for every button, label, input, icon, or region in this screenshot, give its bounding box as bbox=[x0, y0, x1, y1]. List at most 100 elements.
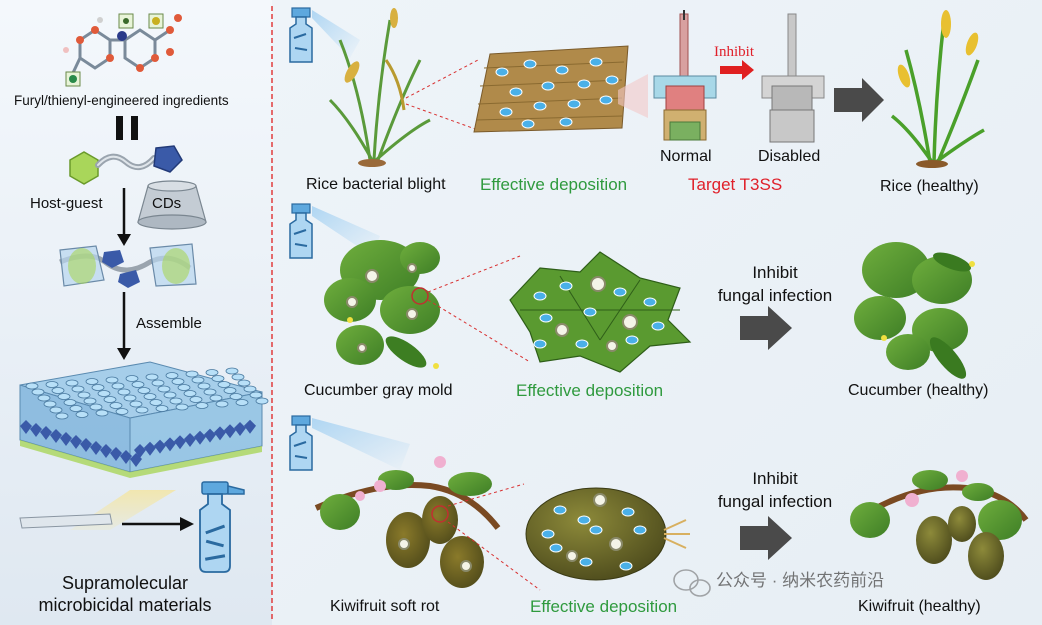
normal-label: Normal bbox=[660, 148, 712, 165]
healthy-cucumber-plant bbox=[854, 242, 975, 379]
sheet-unit bbox=[65, 379, 79, 387]
wechat-icon bbox=[673, 569, 711, 597]
sheet-unit bbox=[37, 394, 51, 402]
sheet-unit bbox=[71, 385, 85, 393]
sheet-guest bbox=[154, 439, 166, 454]
sheet-unit bbox=[183, 390, 197, 397]
result-arrow bbox=[740, 306, 792, 350]
sheet-unit bbox=[115, 408, 129, 415]
sheet-unit bbox=[197, 382, 211, 390]
sheet-unit bbox=[129, 400, 143, 408]
sheet-guest bbox=[40, 426, 52, 440]
sheet-guest bbox=[214, 426, 226, 441]
inhibit-label-line1: Inhibit bbox=[752, 263, 798, 282]
sheet-unit bbox=[57, 393, 71, 400]
droplet bbox=[583, 307, 597, 317]
sheet-unit bbox=[25, 382, 39, 390]
droplet bbox=[499, 107, 513, 117]
deposition-label: Effective deposition bbox=[530, 597, 678, 616]
sheet-unit bbox=[131, 381, 145, 388]
sheet-unit bbox=[189, 396, 203, 403]
droplet bbox=[533, 291, 547, 301]
sheet-guest bbox=[30, 423, 42, 437]
sheet-guest bbox=[50, 429, 62, 443]
droplet bbox=[625, 335, 639, 345]
host-guest-label: Host-guest bbox=[30, 195, 103, 212]
sheet-guest bbox=[204, 428, 216, 443]
droplet bbox=[621, 507, 635, 517]
t3ss-normal-icon bbox=[653, 10, 717, 141]
spray-bottle-icon bbox=[289, 7, 313, 63]
cucumber-leaf-deposition-patch bbox=[509, 251, 692, 373]
sheet-guest bbox=[70, 435, 82, 449]
supramolecular-sheet-icon bbox=[19, 361, 269, 478]
sheet-unit bbox=[185, 370, 199, 378]
diseased-kiwifruit-branch bbox=[314, 456, 501, 588]
droplet bbox=[541, 81, 555, 91]
droplet bbox=[589, 57, 603, 67]
sheet-unit bbox=[103, 396, 117, 403]
spray-bottle-icon bbox=[289, 415, 313, 471]
sheet-unit bbox=[205, 369, 219, 376]
droplet bbox=[559, 281, 573, 291]
glass-slide-icon bbox=[19, 513, 113, 529]
droplet bbox=[539, 313, 553, 323]
sheet-unit bbox=[135, 406, 149, 414]
sheet-unit bbox=[235, 399, 249, 406]
materials-label-line2: microbicidal materials bbox=[38, 595, 212, 615]
sheet-unit bbox=[229, 393, 243, 400]
sheet-unit bbox=[49, 406, 63, 414]
inhibit-label-line2: fungal infection bbox=[717, 492, 833, 511]
sheet-unit bbox=[231, 373, 245, 381]
disease-label: Kiwifruit soft rot bbox=[330, 598, 440, 615]
droplet bbox=[555, 65, 569, 75]
sheet-unit bbox=[97, 390, 111, 397]
result-arrow bbox=[740, 516, 792, 560]
sheet-unit bbox=[95, 409, 109, 417]
sheet-unit bbox=[77, 391, 91, 399]
sheet-unit bbox=[191, 376, 205, 384]
sheet-unit bbox=[209, 394, 223, 402]
sheet-unit bbox=[69, 405, 83, 412]
sheet-guest bbox=[184, 433, 196, 447]
molecule-icon bbox=[63, 13, 182, 87]
ingredients-label: Furyl/thienyl-engineered ingredients bbox=[14, 93, 229, 108]
sheet-unit bbox=[203, 388, 217, 396]
droplet bbox=[523, 59, 537, 69]
sheet-unit bbox=[171, 378, 185, 385]
droplet bbox=[521, 119, 535, 129]
sheet-guest bbox=[20, 420, 32, 434]
healthy-kiwifruit-branch bbox=[850, 470, 1029, 580]
droplet bbox=[633, 525, 647, 535]
host-guest-complex-icon bbox=[59, 243, 197, 288]
sheet-unit bbox=[75, 411, 89, 418]
disabled-label: Disabled bbox=[758, 148, 821, 165]
sheet-guest bbox=[244, 419, 256, 434]
guest-molecule-icon bbox=[69, 145, 183, 185]
droplet bbox=[533, 101, 547, 111]
sheet-unit bbox=[55, 412, 69, 420]
sheet-guest bbox=[100, 444, 112, 458]
sheet-unit bbox=[51, 387, 65, 394]
sheet-unit bbox=[217, 381, 231, 388]
sheet-guest bbox=[80, 438, 92, 452]
sheet-guest bbox=[174, 435, 186, 450]
disease-label: Rice bacterial blight bbox=[306, 176, 446, 193]
sheet-guest bbox=[120, 450, 132, 464]
sheet-unit bbox=[63, 399, 77, 406]
sheet-unit bbox=[145, 373, 159, 381]
droplet bbox=[599, 95, 613, 105]
sheet-unit bbox=[163, 391, 177, 399]
t3ss-disabled-icon bbox=[761, 13, 825, 143]
result-label: Rice (healthy) bbox=[880, 178, 979, 195]
sheet-unit bbox=[117, 388, 131, 396]
droplet bbox=[553, 505, 567, 515]
spray-bottle-icon bbox=[289, 203, 313, 259]
droplet bbox=[559, 117, 573, 127]
materials-label-line1: Supramolecular bbox=[61, 573, 189, 593]
spray-bottle-icon bbox=[199, 481, 245, 573]
sheet-unit bbox=[125, 375, 139, 382]
sheet-unit bbox=[165, 372, 179, 379]
droplet bbox=[605, 75, 619, 85]
kiwifruit-deposition-patch bbox=[525, 487, 690, 581]
